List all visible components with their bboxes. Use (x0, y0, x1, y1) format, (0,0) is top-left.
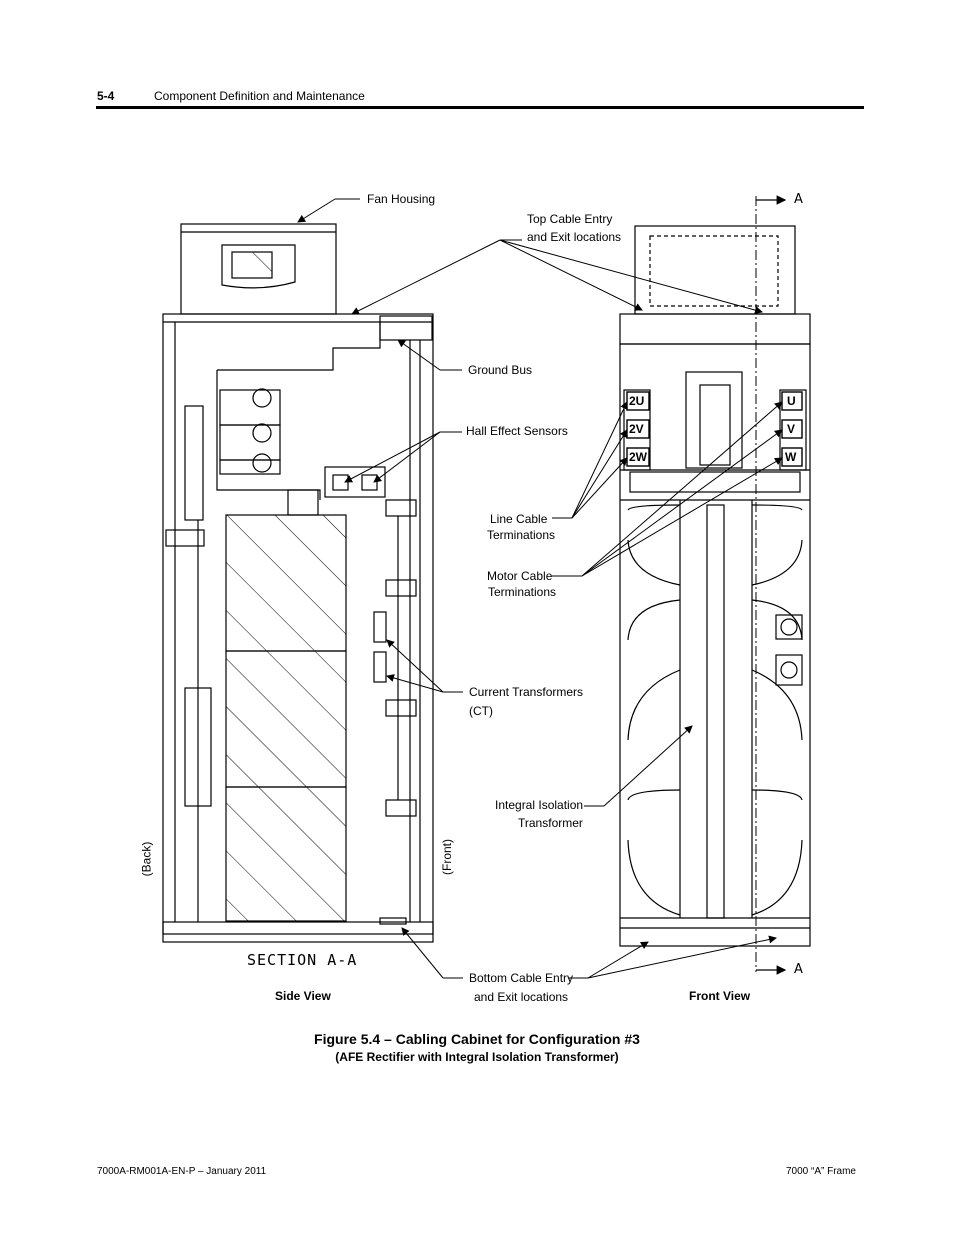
label-current-transformers-1: Current Transformers (469, 685, 584, 699)
label-motor-cable-1: Motor Cable (487, 569, 553, 583)
label-top-cable-entry-2: and Exit locations (527, 230, 622, 244)
terminal-2u: 2U (629, 394, 645, 408)
label-isolation-transformer-2: Transformer (518, 816, 583, 830)
label-top-cable-entry-1: Top Cable Entry (527, 212, 613, 226)
label-current-transformers-2: (CT) (469, 704, 493, 718)
terminal-w: W (785, 450, 797, 464)
terminal-2v: 2V (629, 422, 644, 436)
page-number: 5-4 (97, 89, 115, 103)
footer-product: 7000 “A” Frame (785, 1166, 856, 1177)
leader-lines (297, 198, 783, 979)
terminal-u: U (787, 394, 796, 408)
figure-caption-title: Figure 5.4 – Cabling Cabinet for Configu… (314, 1031, 640, 1047)
label-isolation-transformer-1: Integral Isolation (495, 798, 584, 812)
terminal-v: V (787, 422, 796, 436)
label-ground-bus: Ground Bus (468, 363, 533, 377)
front-view-drawing (619, 225, 811, 947)
header-rule (96, 106, 864, 109)
label-bottom-cable-entry-2: and Exit locations (474, 990, 569, 1004)
label-line-cable-1: Line Cable (490, 512, 548, 526)
section-label: SECTION A-A (247, 951, 358, 969)
label-motor-cable-2: Terminations (488, 585, 557, 599)
front-view-label: Front View (689, 989, 751, 1003)
section-marker-top: A (794, 192, 803, 207)
side-view-drawing (162, 223, 434, 943)
label-back: (Back) (139, 841, 154, 877)
figure-caption-subtitle: (AFE Rectifier with Integral Isolation T… (335, 1050, 619, 1064)
label-hall-effect-sensors: Hall Effect Sensors (466, 424, 568, 438)
section-title: Component Definition and Maintenance (154, 89, 365, 103)
label-bottom-cable-entry-1: Bottom Cable Entry (469, 971, 574, 985)
label-line-cable-2: Terminations (487, 528, 556, 542)
label-front: (Front) (440, 839, 454, 875)
footer-doc-id: 7000A-RM001A-EN-P – January 2011 (97, 1166, 267, 1177)
side-view-label: Side View (275, 989, 331, 1003)
section-marker-bottom: A (794, 962, 803, 977)
label-fan-housing: Fan Housing (367, 192, 436, 206)
terminal-2w: 2W (629, 450, 647, 464)
